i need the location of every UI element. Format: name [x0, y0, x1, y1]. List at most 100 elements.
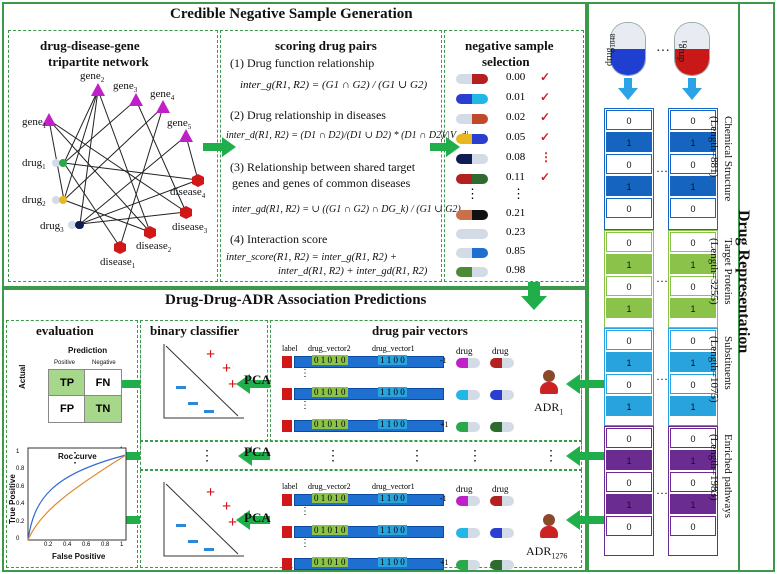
pill-8 [456, 248, 488, 258]
vec-sign: +1 [440, 420, 449, 429]
vec-bits-b: 1 1 0 0 [378, 387, 407, 397]
mid-dots-1: ⋮ [68, 451, 82, 466]
pill-left [456, 94, 472, 104]
vec-label-cell [282, 356, 292, 368]
formula-1: inter_g(R1, R2) = (G1 ∩ G2) / (G1 ∪ G2) [240, 79, 428, 91]
pca-label-1: PCA [244, 372, 271, 387]
disease-node-4 [192, 174, 204, 187]
pca-label-mid: PCA [244, 444, 271, 459]
plus-mark: + [222, 498, 232, 515]
vec-sign: +1 [440, 558, 449, 567]
minus-mark [188, 540, 198, 543]
pill-left [456, 114, 472, 124]
neg-score-7: 0.23 [506, 226, 526, 238]
neg-mark-4: ⋮ [540, 150, 552, 164]
gene-node-3 [129, 93, 143, 106]
pill-4 [456, 154, 488, 164]
rep-ellipsis-0: … [656, 161, 668, 175]
top-panel [2, 2, 587, 288]
roc-xlabel: False Positive [52, 552, 106, 561]
rep-cell: 0 [606, 110, 652, 130]
pill-left [456, 74, 472, 84]
neg-mark-1: ✓ [540, 90, 551, 104]
disease-label-1: disease1 [100, 256, 136, 271]
drug-label-1: drug1 [22, 157, 46, 172]
vec-label-cell [282, 420, 292, 432]
vec-label-cell [282, 526, 292, 538]
formula-3: inter_gd(R1, R2) = ∪ ((G1 ∩ G2) ∩ DG_k) … [232, 204, 461, 215]
capsule-left [610, 22, 646, 76]
rep-cell: 1 [670, 132, 716, 152]
pill-left [456, 210, 472, 220]
roc-ytick: 0.6 [16, 483, 25, 490]
pill-left [456, 174, 472, 184]
gene-label-4: gene4 [150, 88, 175, 103]
scoring-box [220, 30, 442, 282]
rep-cell: 1 [670, 396, 716, 416]
vec-bits-a: 0 1 0 1 0 [312, 525, 348, 535]
rep-cell: 0 [670, 472, 716, 492]
negative-title-2: selection [482, 54, 530, 69]
drug-label-2: drug2 [22, 194, 46, 209]
rep-cell: 0 [670, 516, 716, 536]
cm-fn: FN [84, 369, 122, 397]
roc-ytick: 0.2 [16, 518, 25, 525]
rep-cell: 0 [606, 516, 652, 536]
disease-label-4: disease4 [170, 186, 206, 201]
cm-fp: FP [48, 395, 86, 423]
pill-right [472, 154, 488, 164]
rep-cell: 1 [670, 254, 716, 274]
vec-label-cell [282, 388, 292, 400]
negative-title-1: negative sample [465, 38, 554, 53]
rep-cell: 1 [606, 254, 652, 274]
pill-left [456, 267, 472, 277]
vec-bits-b: 1 1 0 0 [378, 525, 407, 535]
vec-drug2-pill [456, 390, 480, 400]
right-panel [587, 2, 775, 572]
classifier-axes-1 [163, 344, 244, 419]
roc-xtick: 0.6 [82, 542, 91, 548]
mid-dots-6: ⋮ [544, 449, 558, 464]
vec-bits-a: 0 1 0 1 0 [312, 355, 348, 365]
plus-mark: + [228, 376, 238, 393]
gene-label-1: gene1 [22, 116, 47, 131]
vec-dots: ⋮ [300, 538, 310, 549]
arrow-to-classifier-1 [236, 374, 270, 394]
neg-mark-0: ✓ [540, 70, 551, 84]
classifier-boundary-2 [165, 483, 239, 555]
arrow-drug-left-down [618, 78, 638, 100]
pill-right [472, 74, 488, 84]
capsule-right [674, 22, 710, 76]
vec-bits-b: 1 1 0 0 [378, 419, 407, 429]
arrow-negative-down [521, 282, 547, 310]
drug-nodes [52, 159, 84, 229]
disease-node-2 [144, 226, 156, 239]
vec-drug1-pill [490, 390, 514, 400]
arrow-to-classifier-2 [236, 510, 270, 530]
rep-cell: 1 [670, 298, 716, 318]
neg-score-6: 0.21 [506, 207, 526, 219]
rep-cell: 1 [606, 298, 652, 318]
vec-head-drug1: drug [492, 484, 509, 494]
neg-score-5: 0.11 [506, 171, 525, 183]
vec-sign: -1 [440, 494, 447, 503]
pill-right [472, 114, 488, 124]
network-box [8, 30, 218, 282]
vec-head-drug1: drug [492, 346, 509, 356]
vec-bits-b: 1 1 0 0 [378, 557, 407, 567]
mid-dots-4: ⋮ [410, 449, 424, 464]
confusion-matrix: Prediction Positive Negative Actual TP F… [12, 343, 132, 425]
rep-cell: 0 [670, 110, 716, 130]
vec-dots: ⋮ [300, 368, 310, 379]
rep-cell: 0 [606, 374, 652, 394]
cm-prediction: Prediction [68, 346, 108, 355]
mid-dots-3: ⋮ [326, 449, 340, 464]
vec-head-drug2: drug [456, 484, 473, 494]
roc-xtick: 0.4 [63, 542, 72, 548]
scoring-step-4: (4) Interaction score [230, 232, 328, 246]
adr2-person-icon [540, 514, 558, 540]
vec-bits-a: 0 1 0 1 0 [312, 557, 348, 567]
neg-score-9: 0.98 [506, 264, 526, 276]
rep-cell: 0 [670, 154, 716, 174]
